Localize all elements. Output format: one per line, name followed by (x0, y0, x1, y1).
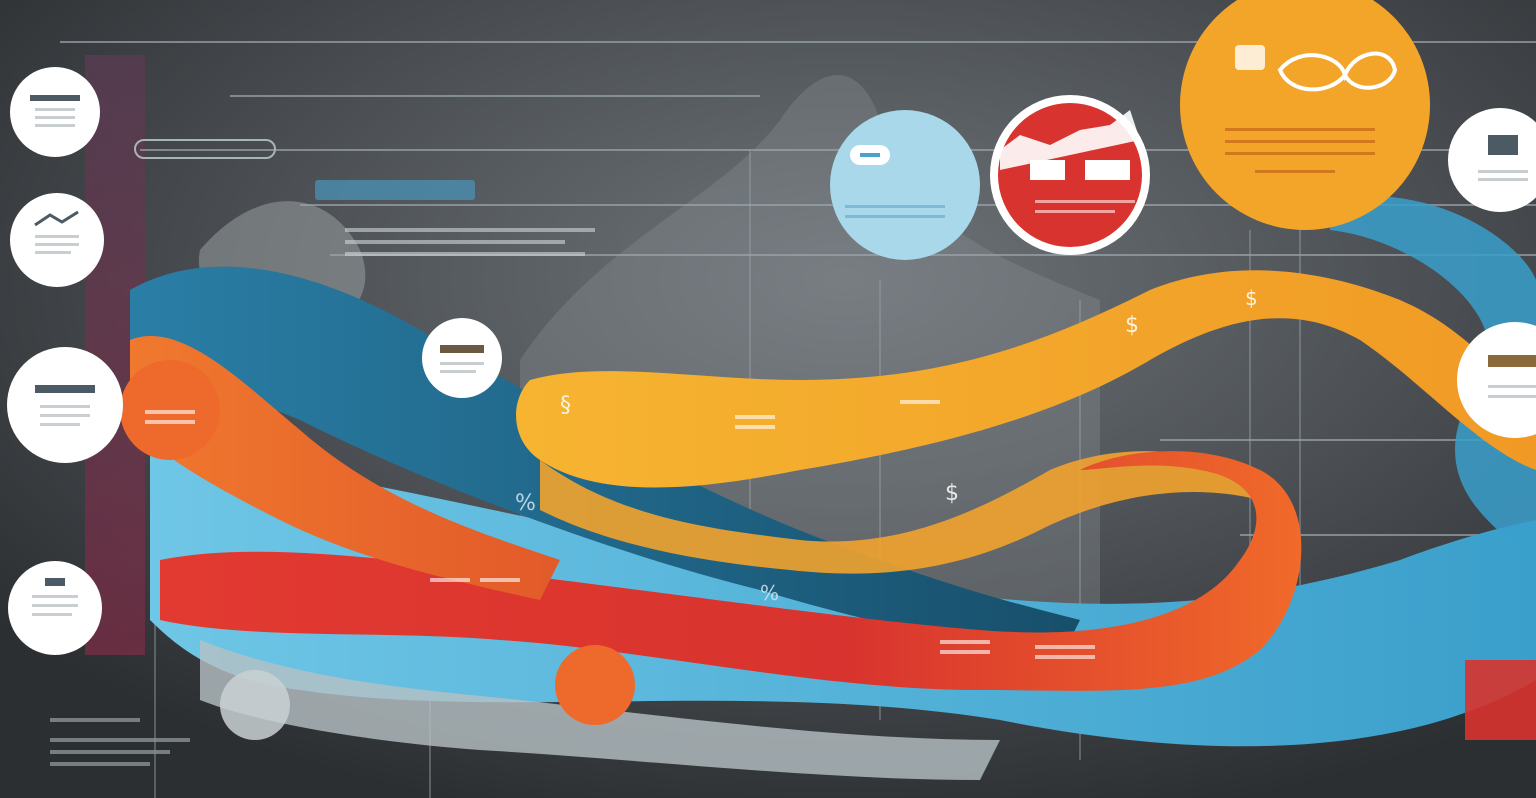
document-icon (30, 95, 80, 101)
light-blue-circle (830, 110, 980, 260)
pill-label (134, 139, 276, 159)
right-circle-2 (1457, 322, 1536, 438)
dollar-icon: $ (1125, 313, 1139, 338)
footer-text-lines (50, 718, 190, 766)
percent-icon: % (760, 581, 779, 605)
laptop-icon (440, 345, 484, 353)
gray-node (220, 670, 290, 740)
sky-ribbon-right (1330, 196, 1536, 560)
dollar-icon: $ (1245, 286, 1258, 310)
dollar-icon: $ (945, 481, 959, 506)
percent-icon: % (515, 491, 536, 516)
ribbon-icons: § $ $ $ % % (515, 286, 1258, 605)
dollar-icon: § (560, 393, 571, 418)
chart-icon (34, 210, 79, 227)
laptop-icon (1488, 355, 1536, 367)
amber-ribbon (516, 270, 1536, 488)
left-circle-1 (10, 67, 100, 157)
ribbon-text-blocks (145, 400, 1095, 659)
red-box (1465, 660, 1536, 740)
glasses-icon (1235, 45, 1265, 70)
left-circle-3 (7, 347, 123, 463)
orange-dot (555, 645, 635, 725)
red-ribbon (160, 451, 1302, 691)
sign-icon (45, 578, 65, 586)
middle-white-circle (422, 318, 502, 398)
right-circle-1 (1448, 108, 1536, 212)
header-tag (315, 180, 475, 200)
text-lines (345, 228, 595, 256)
amber-ribbon-lower (540, 451, 1260, 574)
laptop-icon (35, 385, 95, 393)
document-icon (1488, 135, 1518, 155)
red-circle (990, 95, 1150, 255)
left-circle-2 (10, 193, 104, 287)
amber-circle (1180, 0, 1430, 230)
orange-ribbon (130, 336, 560, 600)
left-circle-4 (8, 561, 102, 655)
